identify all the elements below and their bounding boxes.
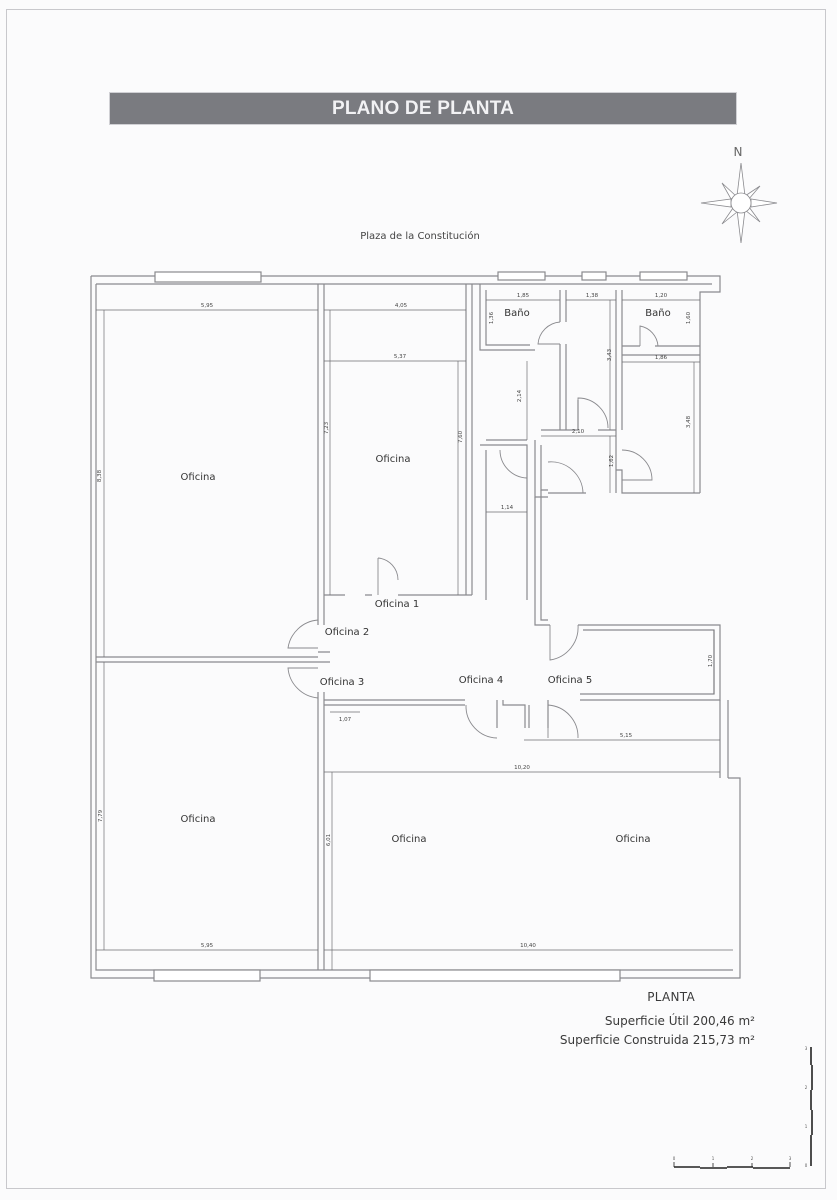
room-label-oficina-s2: Oficina	[616, 834, 651, 845]
page-border	[6, 9, 826, 1189]
scale-tick-1: 1	[712, 1156, 715, 1161]
north-label: N	[734, 145, 743, 159]
room-label-oficina-1: Oficina 1	[375, 599, 419, 610]
dim-right-room-height: 3,48	[686, 415, 692, 428]
door-hall	[547, 461, 584, 494]
scale-vtick-1: 1	[805, 1124, 808, 1129]
door-oficina-2	[287, 619, 319, 649]
room-label-oficina-4: Oficina 4	[459, 675, 503, 686]
room-label-oficina-3: Oficina 3	[320, 677, 364, 688]
dim-top-mid-width: 4,05	[395, 303, 408, 309]
dim-south-width: 10,20	[514, 765, 530, 771]
dim-pasillo-height: 3,43	[607, 348, 613, 361]
dim-bano2-height: 1,60	[686, 311, 692, 324]
dim-oficina-nw-height: 8,38	[97, 469, 103, 482]
compass-icon: N	[700, 145, 778, 244]
doors	[287, 321, 659, 739]
dim-bano2-width: 1,20	[655, 293, 668, 299]
dim-small-hall-height: 1,62	[609, 455, 615, 467]
door-bano-2	[639, 325, 659, 347]
dimension-lines	[96, 299, 733, 970]
dim-corridor-width: 1,14	[501, 505, 514, 511]
dim-bano1-width: 1,85	[517, 293, 530, 299]
dim-oficina-s-height: 6,01	[326, 834, 332, 846]
dimension-labels: 5,95 4,05 5,37 1,85 1,38 1,20 1,86 2,10 …	[97, 293, 714, 949]
dim-hall-height: 2,14	[517, 389, 523, 402]
summary-heading: PLANTA	[647, 990, 695, 1004]
scale-tick-2: 2	[751, 1156, 754, 1161]
room-label-oficina-2: Oficina 2	[325, 627, 369, 638]
dim-oficina5-width: 5,15	[620, 733, 633, 739]
dim-hall-width: 2,10	[572, 429, 585, 435]
dim-oficina-n-inner-height: 7,60	[458, 430, 464, 443]
dim-pasillo-width: 1,38	[586, 293, 599, 299]
door-oficina-4	[465, 704, 498, 739]
dim-mid-width: 5,37	[394, 354, 407, 360]
door-oficina-1	[377, 557, 399, 595]
dim-small-width: 1,07	[339, 717, 352, 723]
scale-bar-horizontal	[673, 1162, 791, 1169]
door-bano-1	[537, 321, 561, 345]
useful-area: Superficie Útil 200,46 m²	[604, 1014, 755, 1028]
door-oficina-5	[547, 704, 579, 739]
walls	[90, 271, 741, 982]
room-label-bano-1: Baño	[504, 308, 529, 319]
door-pasillo	[577, 397, 609, 430]
door-oficina-5b	[549, 624, 579, 661]
street-label: Plaza de la Constitución	[360, 231, 480, 242]
door-oficina-3	[287, 667, 319, 699]
dim-oficina-n-height: 7,23	[324, 421, 330, 434]
scale-vtick-3: 3	[805, 1046, 808, 1051]
built-area: Superficie Construida 215,73 m²	[559, 1033, 755, 1047]
scale-vtick-0: 0	[805, 1163, 808, 1168]
page-title: PLANO DE PLANTA	[331, 97, 515, 119]
room-label-oficina-n: Oficina	[376, 454, 411, 465]
dim-top-left-width: 5,95	[201, 303, 214, 309]
dim-oficina5-height: 1,70	[708, 654, 714, 667]
dim-bano1-height: 1,36	[489, 311, 495, 324]
area-summary: PLANTA Superficie Útil 200,46 m² Superfi…	[560, 990, 755, 1052]
title-bar: PLANO DE PLANTA	[109, 92, 737, 125]
room-labels: Oficina Oficina Baño Baño Oficina 1 Ofic…	[181, 308, 671, 845]
dim-bottom-right-width: 10,40	[520, 943, 536, 949]
dim-oficina-sw-height: 7,79	[98, 809, 104, 822]
door-corridor	[499, 449, 528, 479]
dim-bano2-bottom: 1,86	[655, 355, 668, 361]
room-label-bano-2: Baño	[645, 308, 670, 319]
room-label-oficina-s1: Oficina	[392, 834, 427, 845]
room-label-oficina-sw: Oficina	[181, 814, 216, 825]
scale-tick-3: 3	[789, 1156, 792, 1161]
door-right-room	[621, 449, 653, 481]
scale-tick-0: 0	[673, 1156, 676, 1161]
room-label-oficina-nw: Oficina	[181, 472, 216, 483]
scale-bar-vertical	[810, 1047, 813, 1166]
room-label-oficina-5: Oficina 5	[548, 675, 592, 686]
dim-bottom-left-width: 5,95	[201, 943, 214, 949]
scale-vtick-2: 2	[805, 1085, 808, 1090]
